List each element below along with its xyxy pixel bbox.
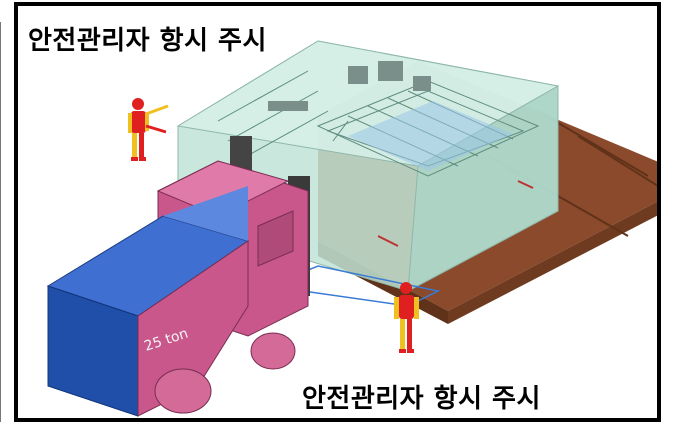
figure-frame: 25 ton 안전관리자 항시 주시 안전관리자 항시 주 — [14, 2, 661, 422]
safety-caption-bottom: 안전관리자 항시 주시 — [300, 378, 543, 415]
equipment-box — [176, 40, 560, 307]
truck-25-ton: 25 ton — [46, 136, 310, 417]
safety-caption-top: 안전관리자 항시 주시 — [26, 20, 269, 57]
safety-manager-figure-left — [128, 98, 169, 161]
safety-manager-figure-center — [394, 282, 419, 353]
equipment-scene-illustration: 25 ton — [46, 40, 657, 417]
left-margin-line — [0, 22, 11, 422]
